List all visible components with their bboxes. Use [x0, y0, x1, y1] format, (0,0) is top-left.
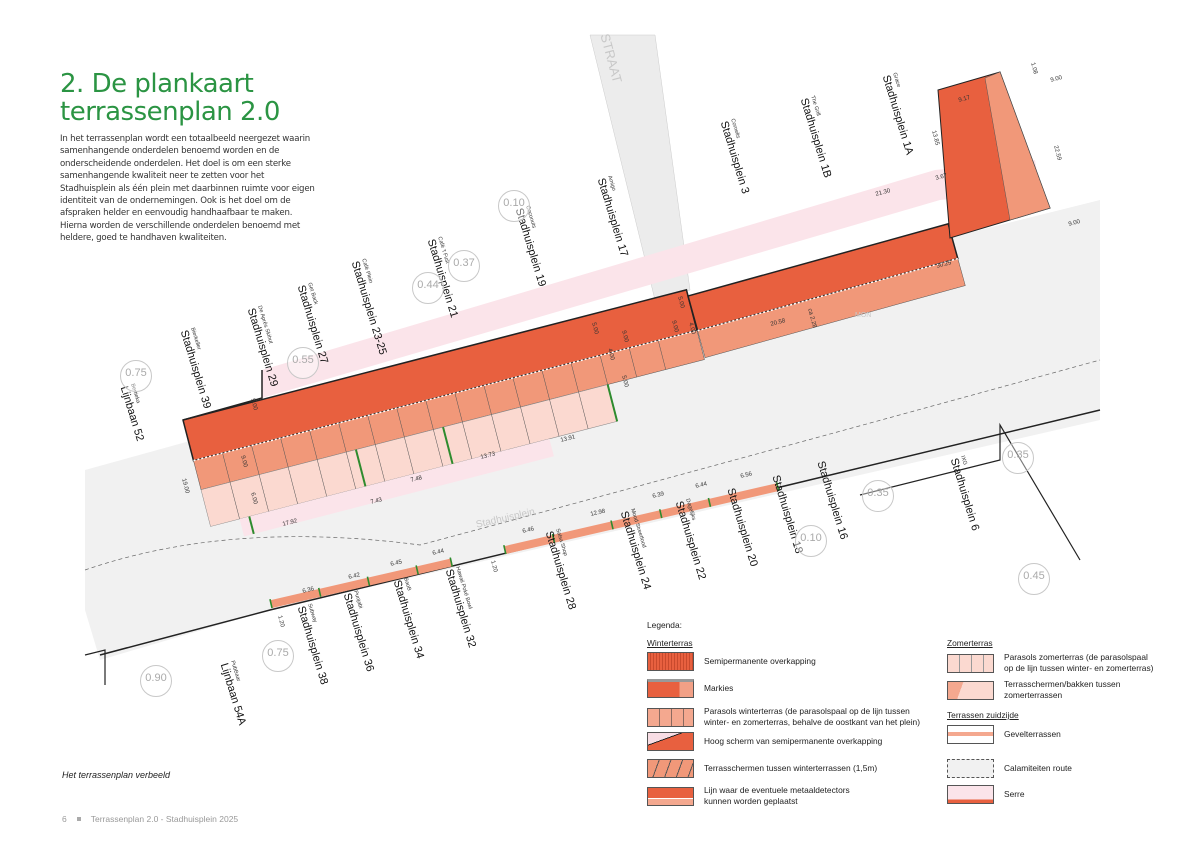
- separator-square-icon: [76, 817, 81, 821]
- footer-title: Terrassenplan 2.0 - Stadhuisplein 2025: [90, 814, 239, 824]
- legend-zuid-heading: Terrassen zuidzijde: [947, 710, 1019, 720]
- page-title: 2. De plankaart terrassenplan 2.0: [60, 69, 280, 127]
- legend-item-terrasschermen-winter: Terrasschermen tussen winterterrassen (1…: [647, 759, 877, 778]
- serre-band: [262, 160, 1040, 398]
- north-facade-line: [182, 370, 263, 421]
- swatch-terrasschermen-winter: [647, 759, 694, 778]
- straat-hatched: [589, 34, 691, 301]
- legend-item-serre: Serre: [947, 785, 1024, 804]
- corner-terrace-cells: [984, 71, 1051, 221]
- swatch-gevelterrassen: [947, 725, 994, 744]
- north-east-terraces: [687, 222, 966, 358]
- elevation-marker: 0.10: [795, 525, 827, 557]
- elevation-marker: 0.75: [262, 640, 294, 672]
- elevation-marker: 0.45: [1018, 563, 1050, 595]
- south-terraces: [269, 482, 780, 609]
- legend-winter-heading: Winterterras: [647, 638, 693, 648]
- north-terraces: [182, 288, 705, 537]
- elevation-marker: 0.55: [287, 347, 319, 379]
- swatch-serre: [947, 785, 994, 804]
- elevation-marker: 0.37: [448, 250, 480, 282]
- elevation-marker: 0.35: [1002, 442, 1034, 474]
- swatch-parasols-winter: [647, 707, 694, 727]
- swatch-calamiteiten: [947, 759, 994, 778]
- elevation-marker: 0.35: [862, 480, 894, 512]
- legend-title: Legenda:: [647, 620, 682, 630]
- intro-paragraph: In het terrassenplan wordt een totaalbee…: [60, 134, 315, 244]
- swatch-semipermanent: [647, 652, 694, 671]
- legend-item-gevelterrassen: Gevelterrassen: [947, 725, 1061, 744]
- elevation-marker: 0.10: [498, 190, 530, 222]
- legend-item-parasols-winter: Parasols winterterras (de parasolspaal o…: [647, 706, 920, 728]
- swatch-terrasschermen-zomer: [947, 680, 994, 700]
- figure-caption: Het terrassenplan verbeeld: [62, 770, 171, 780]
- elevation-marker: 0.75: [120, 360, 152, 392]
- south-facade-line: [99, 409, 1101, 656]
- west-building-line: [84, 649, 106, 685]
- swatch-parasols-zomer: [947, 653, 994, 673]
- east-building-line: [859, 422, 1081, 561]
- legend-item-calamiteiten: Calamiteiten route: [947, 759, 1072, 778]
- legend-item-hoog-scherm: Hoog scherm van semipermanente overkappi…: [647, 732, 882, 751]
- swatch-metaaldetectors: [647, 786, 694, 806]
- mon-label: MON: [855, 312, 872, 319]
- swatch-hoog-scherm: [647, 732, 694, 751]
- page-footer: 6 Terrassenplan 2.0 - Stadhuisplein 2025: [62, 814, 238, 824]
- elevation-marker: 0.90: [140, 665, 172, 697]
- legend-item-semipermanente: Semipermanente overkapping: [647, 652, 816, 671]
- page-number: 6: [62, 814, 67, 824]
- elevation-marker: 0.44: [412, 272, 444, 304]
- calamity-route: [84, 359, 1101, 571]
- legend-zomer-heading: Zomerterras: [947, 638, 993, 648]
- swatch-markies: [647, 679, 694, 698]
- legend-item-markies: Markies: [647, 679, 733, 698]
